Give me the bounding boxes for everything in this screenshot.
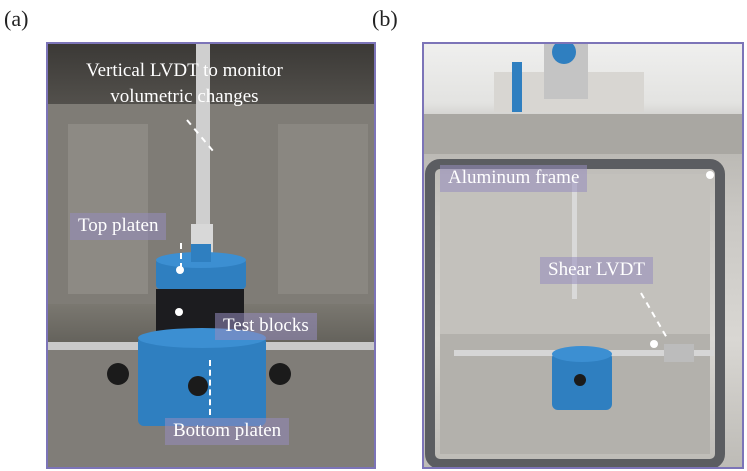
aluminum-frame-label: Aluminum frame (440, 165, 588, 192)
vertical-lvdt-label-line1: Vertical LVDT to monitor (86, 60, 283, 81)
panel-b-letter: (b) (372, 6, 398, 31)
vertical-lvdt-label-line2: volumetric changes (110, 85, 259, 107)
aluminum-frame-dot (706, 171, 714, 179)
panel-a-letter: (a) (4, 6, 29, 31)
bottom-platen-label: Bottom platen (165, 418, 290, 445)
shear-lvdt-label: Shear LVDT (540, 257, 653, 284)
test-blocks-dot (175, 308, 183, 316)
panel-b-photo (422, 42, 744, 469)
top-platen-arrow (180, 243, 182, 269)
vertical-lvdt-label: Vertical LVDT to monitor volumetric chan… (78, 56, 291, 111)
panel-a-photo (46, 42, 376, 469)
top-platen-label: Top platen (70, 213, 167, 240)
shear-lvdt-dot (650, 340, 658, 348)
top-platen-dot (176, 266, 184, 274)
test-blocks-label: Test blocks (215, 313, 317, 340)
bottom-platen-arrow (209, 360, 211, 415)
